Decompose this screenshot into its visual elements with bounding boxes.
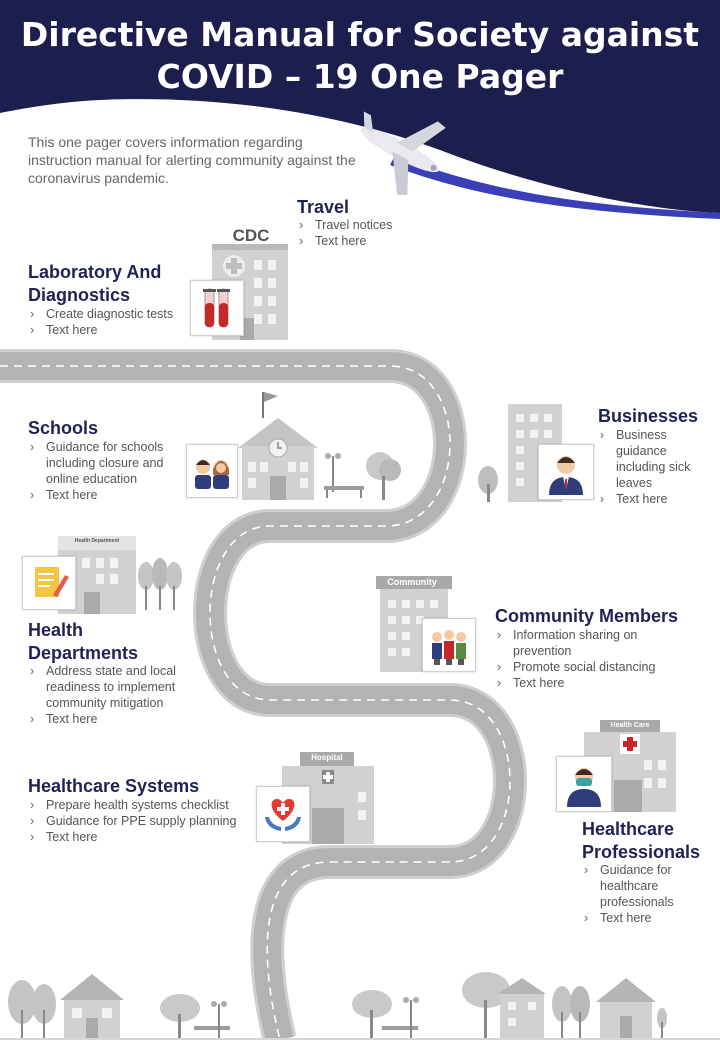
community-list: Information sharing on prevention Promot… <box>495 627 675 691</box>
businesses-title: Businesses <box>598 406 699 426</box>
schools-list: Guidance for schools including closure a… <box>28 439 188 503</box>
airplane-icon <box>360 111 446 195</box>
healthcare-systems-list: Prepare health systems checklist Guidanc… <box>28 797 258 845</box>
hospital-sign: Hospital <box>311 753 343 762</box>
list-item: Text here <box>28 487 188 503</box>
park-scene <box>324 452 401 500</box>
document-icon <box>35 567 69 597</box>
health-departments-title: Health Departments <box>28 620 139 663</box>
schools-title: Schools <box>28 418 99 438</box>
community-title: Community Members <box>495 606 679 626</box>
lab-title: Laboratory And Diagnostics <box>28 262 162 305</box>
businesses-list: Business guidance including sick leaves … <box>598 427 708 507</box>
header-background <box>0 0 720 219</box>
list-item: Guidance for healthcare professionals <box>582 862 702 910</box>
list-item: Create diagnostic tests <box>28 306 203 322</box>
health-departments-list: Address state and local readiness to imp… <box>28 663 188 727</box>
school-building <box>238 392 318 500</box>
people-icon <box>432 630 466 665</box>
document-card <box>22 556 76 610</box>
lab-list: Create diagnostic tests Text here <box>28 306 203 338</box>
doctor-icon <box>567 768 601 807</box>
list-item: Text here <box>598 491 708 507</box>
healthcare-professionals-title: Healthcare Professionals <box>582 819 701 862</box>
list-item: Guidance for PPE supply planning <box>28 813 258 829</box>
list-item: Text here <box>28 711 188 727</box>
businessman-icon <box>549 456 583 495</box>
list-item: Information sharing on prevention <box>495 627 675 659</box>
test-tube-icon <box>203 288 230 328</box>
list-item: Text here <box>582 910 702 926</box>
title-line-2: COVID – 19 One Pager <box>156 57 564 96</box>
list-item: Prepare health systems checklist <box>28 797 258 813</box>
health-department-sign: Health Department <box>74 538 120 544</box>
cdc-sign: CDC <box>232 226 270 245</box>
businessman-card <box>538 444 594 500</box>
list-item: Address state and local readiness to imp… <box>28 663 188 711</box>
list-item: Travel notices <box>297 217 457 233</box>
list-item: Promote social distancing <box>495 659 675 675</box>
list-item: Text here <box>28 829 258 845</box>
list-item: Guidance for schools including closure a… <box>28 439 188 487</box>
travel-title: Travel <box>297 197 350 217</box>
list-item: Text here <box>28 322 203 338</box>
page-title: Directive Manual for Society against COV… <box>0 14 720 98</box>
students-icon <box>195 460 229 489</box>
travel-list: Travel notices Text here <box>297 217 457 249</box>
healthcare-systems-title: Healthcare Systems <box>28 776 200 796</box>
list-item: Text here <box>297 233 457 249</box>
doctor-card <box>556 756 612 812</box>
heart-hands-icon <box>265 799 301 831</box>
students-card <box>186 444 238 498</box>
list-item: Business guidance including sick leaves <box>598 427 708 491</box>
community-sign: Community <box>387 577 437 587</box>
bottom-skyline <box>0 972 720 1040</box>
title-line-1: Directive Manual for Society against <box>20 15 700 54</box>
intro-text: This one pager covers information regard… <box>28 134 356 186</box>
list-item: Text here <box>495 675 675 691</box>
heart-hands-card <box>256 786 310 842</box>
healthcare-professionals-list: Guidance for healthcare professionals Te… <box>582 862 702 926</box>
health-care-sign: Health Care <box>610 722 650 729</box>
people-card <box>422 618 476 672</box>
